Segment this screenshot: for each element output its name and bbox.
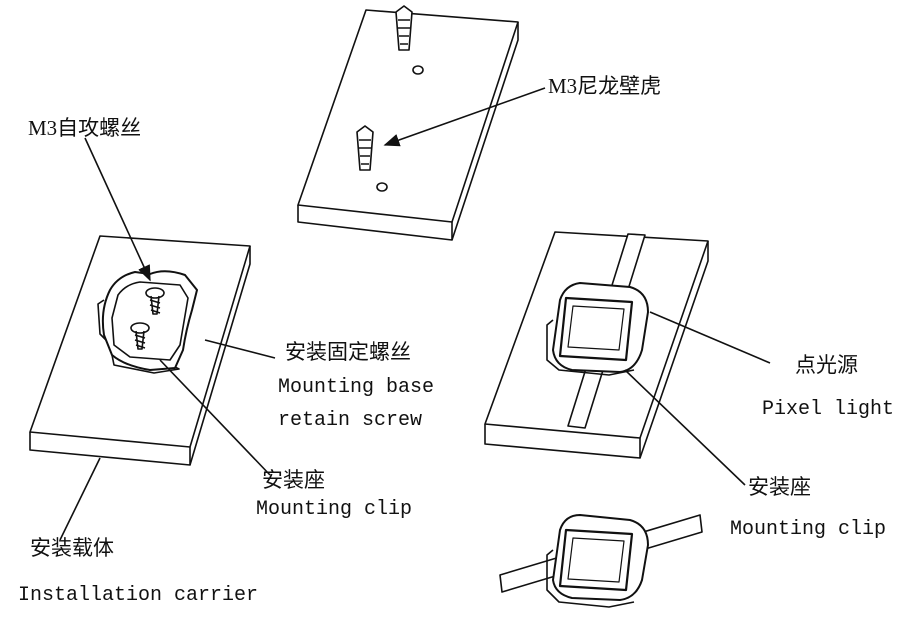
nylon-anchor-label: M3尼龙壁虎 — [548, 74, 662, 98]
screw-leader — [84, 137, 151, 282]
retain-screw-leader — [204, 339, 276, 359]
nylon-anchor-icon — [356, 5, 413, 171]
pixel-light-mounted — [546, 282, 649, 376]
pixel-light-label-en: Pixel light — [762, 398, 895, 421]
mounting-clip-left — [97, 270, 198, 374]
mount-clip-left-label-cn: 安装座 — [262, 468, 325, 492]
pixel-light-clip-detail — [499, 514, 703, 608]
mount-clip-right-leader — [624, 369, 746, 486]
self-tapping-screw-label: M3自攻螺丝 — [28, 116, 142, 140]
retain-screw-label-en-2: retain screw — [278, 409, 423, 432]
screw-icon — [130, 287, 165, 350]
retain-screw-label-en-1: Mounting base — [278, 376, 435, 399]
mount-clip-left-label-en: Mounting clip — [256, 498, 413, 521]
pixel-light-label-cn: 点光源 — [795, 353, 858, 377]
mount-clip-right-label-cn: 安装座 — [748, 475, 811, 499]
mount-clip-left-leader — [159, 359, 271, 476]
pixel-light-leader — [649, 311, 771, 364]
nylon-anchor-leader — [383, 87, 546, 147]
carrier-label-en: Installation carrier — [18, 584, 259, 607]
carrier-leader — [59, 457, 101, 541]
mount-clip-right-label-en: Mounting clip — [730, 518, 887, 541]
carrier-label-cn: 安装载体 — [30, 536, 114, 560]
retain-screw-label-cn: 安装固定螺丝 — [285, 340, 411, 364]
wall-board-top — [297, 9, 519, 241]
